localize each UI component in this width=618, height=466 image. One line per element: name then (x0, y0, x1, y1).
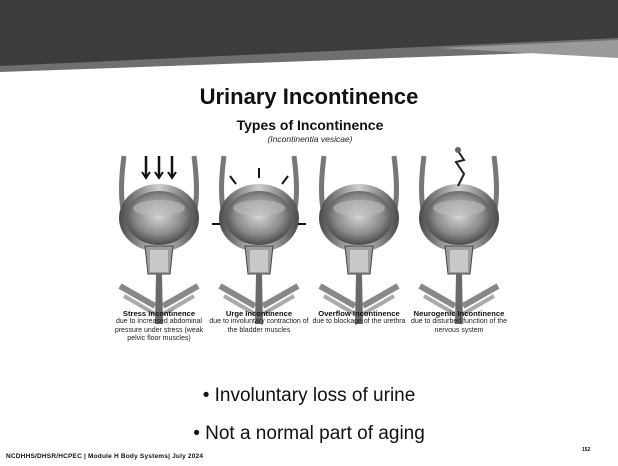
neurogenic-incontinence-illustration (410, 146, 508, 324)
caption-stress-name: Stress Incontinence (109, 310, 209, 318)
caption-urge-name: Urge Incontinence (209, 310, 309, 318)
caption-neurogenic-name: Neurogenic Incontinence (409, 310, 509, 318)
slide-title: Urinary Incontinence (0, 84, 618, 110)
figure-title: Types of Incontinence (110, 117, 510, 133)
bullet-item: • Involuntary loss of urine (0, 385, 618, 407)
caption-overflow-desc: due to blockage of the urethra (312, 318, 405, 325)
figure-subtitle: (Incontinentia vesicae) (110, 134, 510, 144)
caption-urge: Urge Incontinence due to involuntary con… (209, 310, 309, 335)
bullet-item: • Not a normal part of aging (0, 423, 618, 445)
caption-neurogenic-desc: due to disturbed function of the nervous… (411, 318, 507, 333)
slide-footer: NCDHHS/DHSR/HCPEC | Module H Body System… (6, 453, 203, 460)
caption-overflow: Overflow Incontinence due to blockage of… (309, 310, 409, 327)
incontinence-figure: Types of Incontinence (Incontinentia ves… (110, 114, 510, 376)
caption-stress-desc: due to increased abdominal pressure unde… (115, 318, 203, 342)
stress-incontinence-illustration (110, 146, 208, 324)
caption-stress: Stress Incontinence due to increased abd… (109, 310, 209, 343)
caption-overflow-name: Overflow Incontinence (309, 310, 409, 318)
slide-header-band (0, 0, 618, 80)
caption-neurogenic: Neurogenic Incontinence due to disturbed… (409, 310, 509, 335)
urge-incontinence-illustration (210, 146, 308, 324)
page-number: 152 (582, 447, 590, 453)
caption-urge-desc: due to involuntary contraction of the bl… (209, 318, 308, 333)
overflow-incontinence-illustration (310, 146, 408, 324)
